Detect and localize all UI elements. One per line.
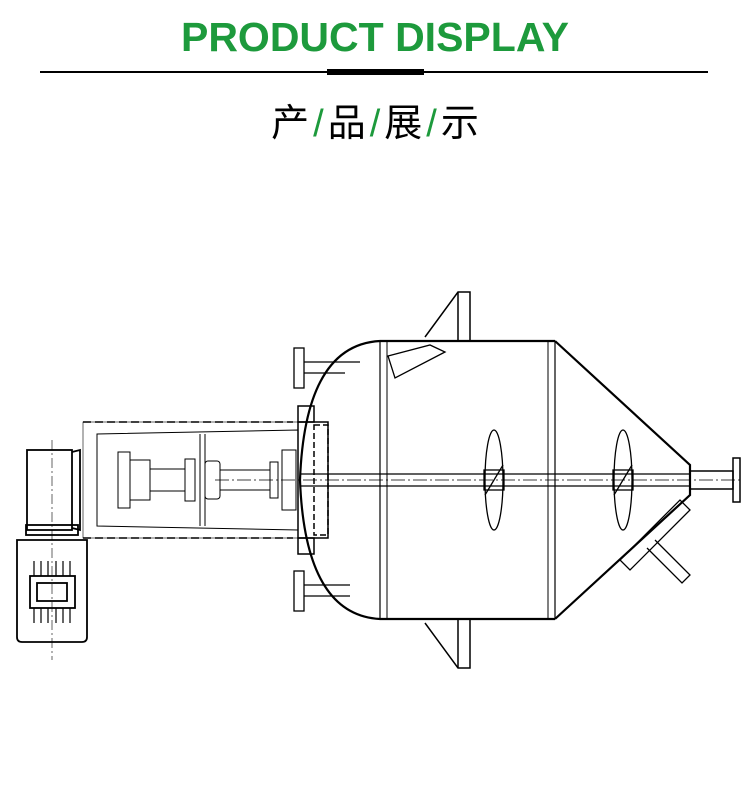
side-nozzles (293, 347, 360, 612)
gear-reducer (25, 440, 81, 660)
agitator-paddles (483, 429, 634, 531)
discharge-valve (619, 499, 691, 584)
support-lugs (424, 291, 471, 669)
subtitle-separator: / (426, 103, 437, 145)
bearing-housing (82, 421, 299, 539)
divider-accent (327, 69, 424, 75)
subtitle-char: 品 (327, 101, 366, 145)
page-title: PRODUCT DISPLAY (180, 14, 570, 60)
subtitle-char: 产 (271, 101, 310, 145)
subtitle-separator: / (313, 103, 324, 145)
page-subtitle: 产/品/展/示 (0, 92, 750, 147)
subtitle-char: 展 (384, 101, 423, 145)
subtitle-separator: / (369, 103, 381, 145)
electric-motor (16, 539, 88, 643)
inlet-chute (387, 344, 447, 379)
subtitle-char: 示 (440, 101, 479, 145)
agitator-shaft (215, 473, 740, 487)
